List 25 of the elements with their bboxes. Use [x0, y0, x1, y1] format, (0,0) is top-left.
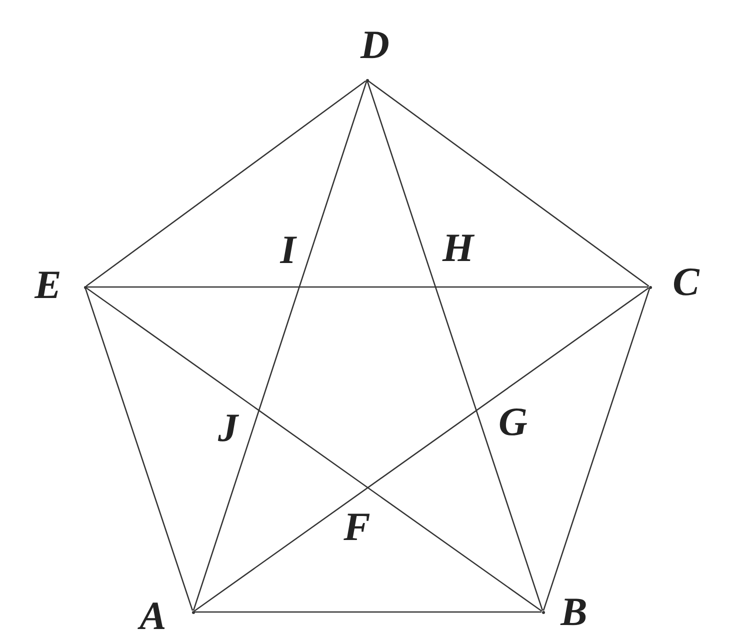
point-label: F — [344, 507, 370, 547]
line-segment — [194, 287, 650, 612]
vertex-point — [84, 286, 86, 288]
vertex-label: B — [560, 592, 588, 632]
vertex-point — [542, 610, 544, 614]
line-segment — [542, 288, 650, 611]
line-segment — [86, 80, 366, 287]
line-segment — [86, 286, 648, 288]
point-label: G — [498, 402, 528, 442]
line-segment — [86, 287, 542, 612]
line-segment — [192, 81, 368, 611]
vertex-label: E — [34, 265, 62, 305]
point-label: I — [280, 230, 296, 270]
line-segment — [366, 81, 544, 611]
vertex-label: C — [672, 262, 700, 302]
vertex-point — [366, 78, 368, 82]
vertex-label: D — [360, 25, 390, 65]
vertex-label: A — [140, 596, 166, 636]
point-label: J — [218, 408, 238, 448]
line-segment — [368, 80, 650, 287]
line-segment — [84, 288, 194, 611]
vertex-point — [648, 286, 652, 288]
vertex-point — [192, 610, 194, 614]
point-label: H — [442, 228, 474, 268]
line-segment — [194, 611, 542, 613]
